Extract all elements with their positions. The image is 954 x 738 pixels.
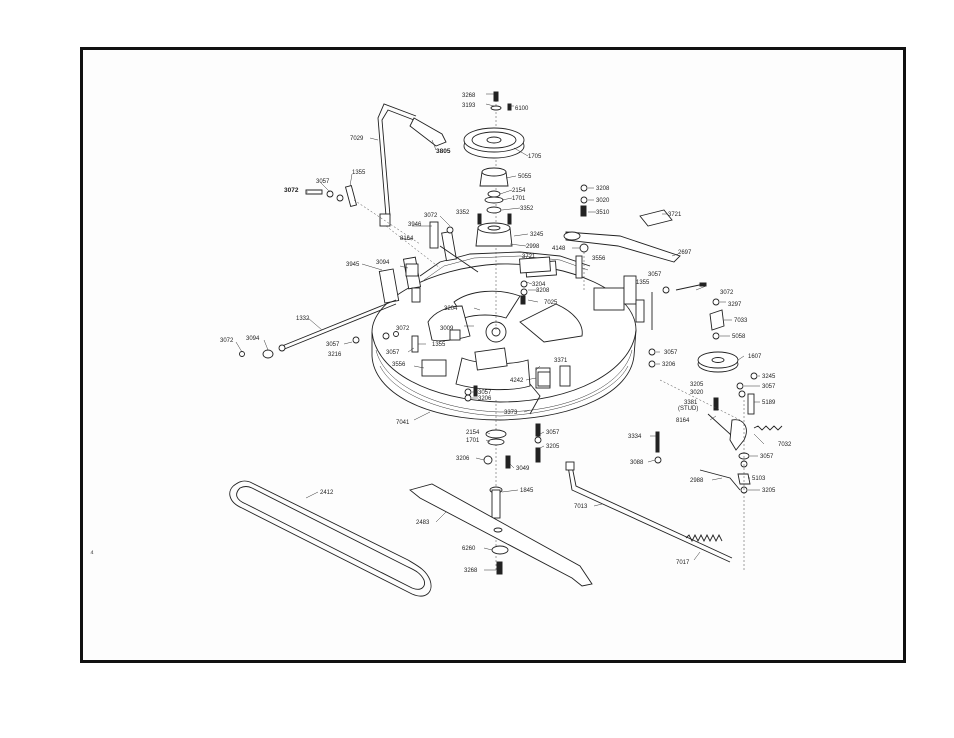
part-label-7029: 7029: [350, 136, 364, 142]
part-label-5189: 5189: [762, 400, 776, 406]
part-label-3206-a: 3206: [662, 362, 676, 368]
part-label-3205-a: 3205: [690, 382, 704, 388]
part-label-7041: 7041: [396, 420, 410, 426]
part-label-5103: 5103: [752, 476, 766, 482]
part-label-3245-a: 3245: [530, 232, 544, 238]
part-label-2697: 2697: [678, 250, 692, 256]
part-label-2412: 2412: [320, 490, 334, 496]
part-label-3094-a: 3094: [376, 260, 390, 266]
margin-mark: ⁴: [90, 548, 94, 558]
part-label-1705: 1705: [528, 154, 542, 160]
part-label-3205-c: 3205: [762, 488, 776, 494]
part-label-3057-i: 3057: [760, 454, 774, 460]
part-label-3204-b: 3204: [444, 306, 458, 312]
part-label-1701-b: 1701: [466, 438, 480, 444]
part-label-3208-b: 3208: [536, 288, 550, 294]
part-label-3057-f: 3057: [762, 384, 776, 390]
part-label-3297: 3297: [728, 302, 742, 308]
part-label-3334: 3334: [628, 434, 642, 440]
part-label-1355-b: 1355: [636, 280, 650, 286]
part-label-3556-b: 3556: [392, 362, 406, 368]
part-label-3373: 3373: [504, 410, 518, 416]
part-label-3072-b: 3072: [424, 213, 438, 219]
part-label-3205-b: 3205: [546, 444, 560, 450]
part-label-2988: 2988: [690, 478, 704, 484]
part-label-3352-a: 3352: [520, 206, 534, 212]
part-label-3072-e: 3072: [220, 338, 234, 344]
part-label-3206-c: 3206: [456, 456, 470, 462]
part-label-3204-a: 3204: [532, 282, 546, 288]
part-label-8164-b: 8164: [676, 418, 690, 424]
part-label-stud: (STUD): [678, 406, 698, 412]
part-label-3057-c: 3057: [326, 342, 340, 348]
right-upper-hardware: [519, 184, 739, 373]
drive-belt: [229, 480, 432, 597]
part-label-3208-a: 3208: [596, 186, 610, 192]
part-label-8164-a: 8164: [400, 236, 414, 242]
part-label-6260: 6260: [462, 546, 476, 552]
part-label-3268-top: 3268: [462, 93, 476, 99]
part-label-3352-b: 3352: [456, 210, 470, 216]
part-label-3072-a: 3072: [284, 187, 299, 194]
part-label-3805: 3805: [436, 148, 451, 155]
part-label-1845: 1845: [520, 488, 534, 494]
part-label-3945: 3945: [346, 262, 360, 268]
part-label-3245-b: 3245: [762, 374, 776, 380]
part-label-3268-bottom: 3268: [464, 568, 478, 574]
part-label-3072-d: 3072: [396, 326, 410, 332]
part-label-5058: 5058: [732, 334, 746, 340]
part-label-7032: 7032: [778, 442, 792, 448]
part-label-3556-a: 3556: [592, 256, 606, 262]
leader-lines: [235, 93, 765, 571]
part-label-5055: 5055: [518, 174, 532, 180]
part-label-1701-a: 1701: [512, 196, 526, 202]
part-label-3057-g: 3057: [478, 390, 492, 396]
part-label-4242: 4242: [510, 378, 524, 384]
part-label-3057-h: 3057: [546, 430, 560, 436]
part-label-3381: 3381: [684, 400, 698, 406]
part-label-3721-a: 3721: [668, 212, 682, 218]
part-label-2483: 2483: [416, 520, 430, 526]
part-label-3057-a: 3057: [316, 179, 330, 185]
part-label-3206-b: 3206: [478, 396, 492, 402]
part-labels: 3268 3193 6100 1705 7029 3805 3057 1355 …: [220, 93, 792, 574]
part-label-3094-b: 3094: [246, 336, 260, 342]
part-label-7017: 7017: [676, 560, 690, 566]
part-label-3946: 3946: [408, 222, 422, 228]
part-label-7013: 7013: [574, 504, 588, 510]
part-label-7025: 7025: [544, 300, 558, 306]
part-label-6100: 6100: [515, 106, 529, 112]
part-label-3057-d: 3057: [386, 350, 400, 356]
part-label-3721-b: 3721: [522, 254, 536, 260]
blade-stack: [409, 371, 593, 587]
part-label-3009: 3009: [440, 326, 454, 332]
part-label-3371: 3371: [554, 358, 568, 364]
part-label-1607: 1607: [748, 354, 762, 360]
part-label-1355-c: 1355: [432, 342, 446, 348]
part-label-2154-b: 2154: [466, 430, 480, 436]
part-label-3020-b: 3020: [690, 390, 704, 396]
part-label-1332: 1332: [296, 316, 310, 322]
part-label-3193: 3193: [462, 103, 476, 109]
part-label-1355-a: 1355: [352, 170, 366, 176]
part-label-3057-b: 3057: [648, 272, 662, 278]
lift-handle: [377, 103, 447, 269]
spindle-stack: [463, 91, 525, 330]
part-label-2998: 2998: [526, 244, 540, 250]
part-label-3049: 3049: [516, 466, 530, 472]
part-label-3020: 3020: [596, 198, 610, 204]
part-label-3216: 3216: [328, 352, 342, 358]
part-label-2154-a: 2154: [512, 188, 526, 194]
left-hardware: [239, 185, 479, 359]
part-label-3510: 3510: [596, 210, 610, 216]
part-label-3088: 3088: [630, 460, 644, 466]
part-label-3072-c: 3072: [720, 290, 734, 296]
part-label-3057-e: 3057: [664, 350, 678, 356]
part-label-7033: 7033: [734, 318, 748, 324]
right-lower-hardware: [565, 372, 783, 570]
part-label-4148: 4148: [552, 246, 566, 252]
